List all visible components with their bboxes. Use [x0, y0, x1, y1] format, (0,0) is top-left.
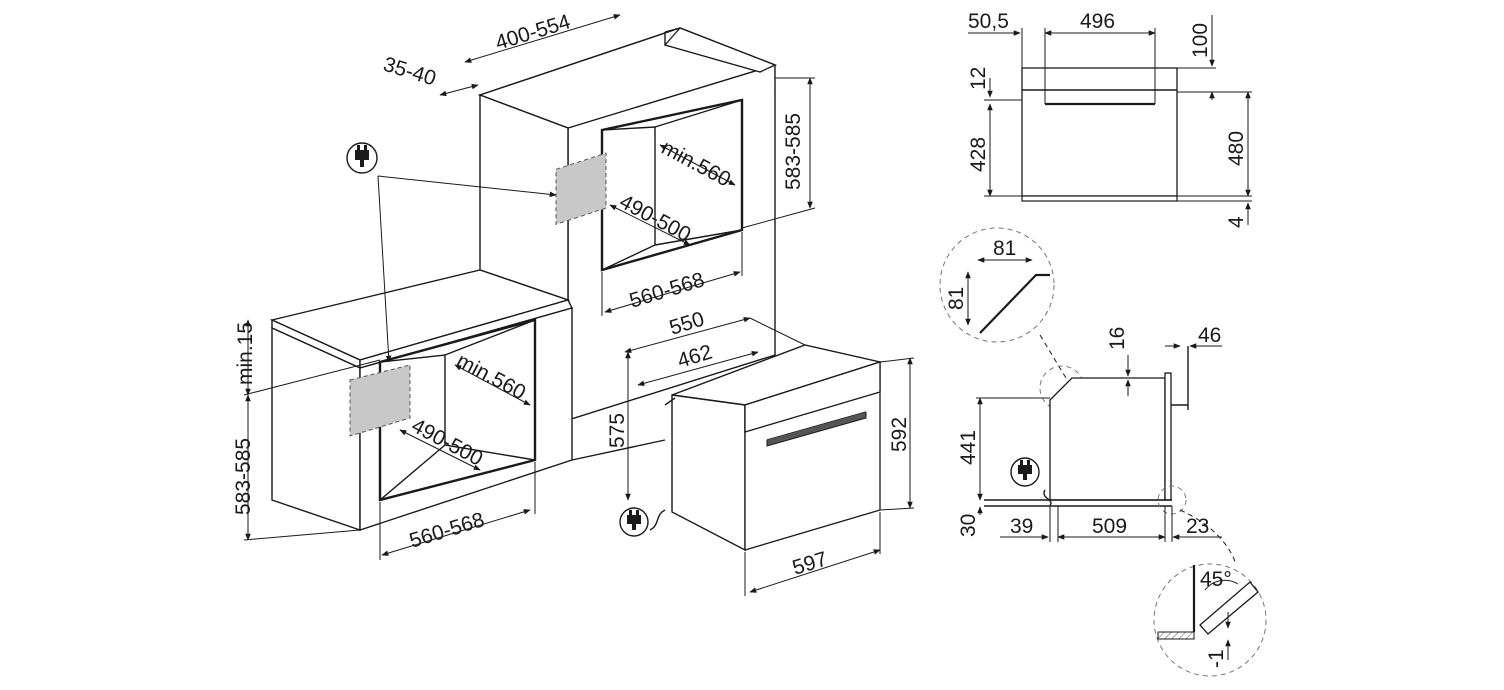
front-inner-width-label: 496 — [1080, 10, 1115, 33]
front-bottom-gap-label: 4 — [1225, 216, 1248, 228]
front-top-clearance-label: 100 — [1189, 23, 1212, 58]
plug-icon — [619, 507, 649, 537]
lower-width-label: 560-568 — [407, 508, 487, 553]
side-tolerance-label: -1 — [1205, 649, 1228, 668]
oven-body-height-label: 575 — [606, 413, 629, 448]
front-total-height-label: 480 — [1225, 131, 1248, 166]
oven-front-width-label: 597 — [790, 548, 830, 580]
upper-gap-label: 35-40 — [381, 53, 439, 91]
side-view — [939, 227, 1267, 677]
worktop — [269, 269, 574, 370]
front-panel-height-label: 12 — [967, 67, 990, 90]
front-door-height-label: 428 — [967, 137, 990, 172]
lower-clearance-label: min.15 — [234, 322, 257, 385]
plug-icon — [1010, 457, 1040, 487]
lower-height-label: 583-585 — [232, 438, 255, 515]
upper-top-depth-label: 400-554 — [493, 10, 574, 55]
side-angle-label: 45° — [1200, 568, 1232, 591]
side-detail-height-label: 81 — [945, 287, 968, 310]
plug-icon — [346, 142, 378, 174]
oven-perspective — [649, 344, 883, 552]
upper-height-label: 583-585 — [782, 113, 805, 190]
side-base-height-label: 30 — [957, 514, 980, 537]
side-body-depth-label: 509 — [1092, 515, 1127, 538]
front-left-offset-label: 50,5 — [968, 10, 1009, 33]
side-body-height-label: 441 — [957, 430, 980, 465]
side-top-gap-label: 16 — [1106, 327, 1129, 350]
side-rear-offset-label: 39 — [1010, 515, 1033, 538]
side-detail-width-label: 81 — [993, 237, 1016, 260]
side-door-depth-label: 23 — [1186, 515, 1209, 538]
oven-front-height-label: 592 — [888, 417, 911, 452]
side-front-depth-label: 46 — [1198, 324, 1221, 347]
front-view — [1021, 67, 1178, 202]
